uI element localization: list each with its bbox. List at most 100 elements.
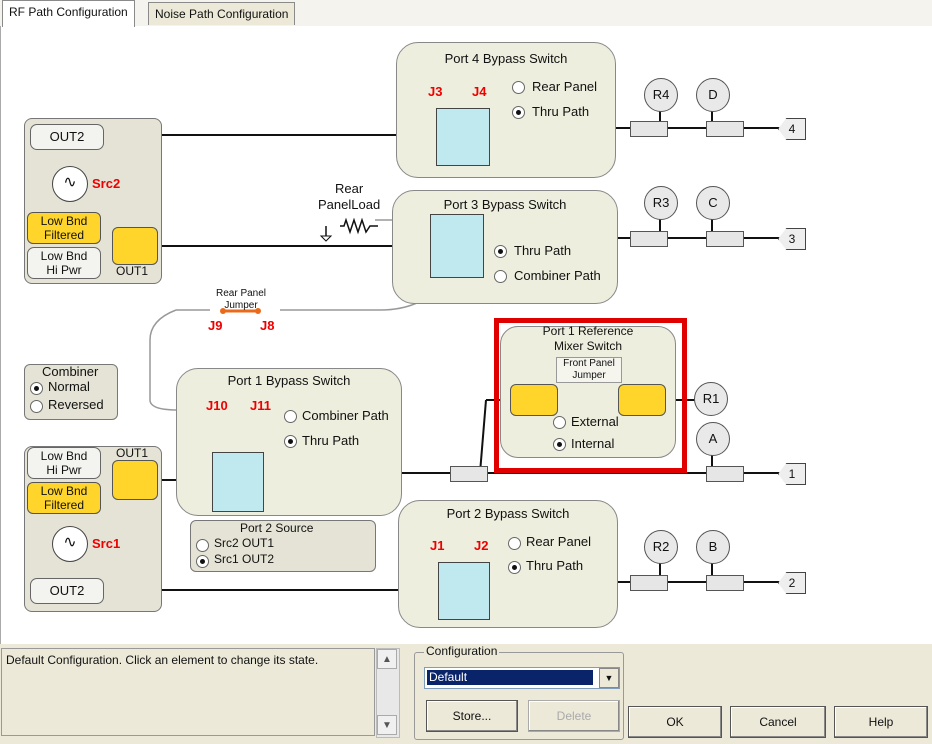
delete-button[interactable]: Delete xyxy=(528,700,620,732)
src2-out1-switch[interactable] xyxy=(112,227,158,265)
port2src-src1-out2-label: Src1 OUT2 xyxy=(214,552,275,566)
tab-label: RF Path Configuration xyxy=(9,5,128,19)
ok-button[interactable]: OK xyxy=(628,706,722,738)
configuration-select[interactable]: Default ▼ xyxy=(424,667,620,689)
port-2-bypass-switch-title: Port 2 Bypass Switch xyxy=(446,506,570,521)
reference-mixer-switch-title: Port 1 Reference Mixer Switch xyxy=(542,324,634,353)
combiner-normal-radio[interactable] xyxy=(30,382,43,395)
port1-switch-icon[interactable] xyxy=(212,452,264,512)
coupler-r2 xyxy=(630,575,668,591)
src1-low-band-hi-pwr-button[interactable]: Low Bnd Hi Pwr xyxy=(27,447,101,479)
port1-thru-path-label: Thru Path xyxy=(302,433,360,448)
port1-combiner-path-label: Combiner Path xyxy=(302,408,389,423)
combiner-reversed-radio[interactable] xyxy=(30,400,43,413)
port-2-source-panel xyxy=(190,520,376,572)
port2-rear-panel-label: Rear Panel xyxy=(526,534,592,549)
port3-thru-path-label: Thru Path xyxy=(514,243,572,258)
receiver-label: R1 xyxy=(702,391,720,406)
src2-label: Src2 xyxy=(92,176,121,191)
tab-noise-path-configuration[interactable]: Noise Path Configuration xyxy=(148,2,296,25)
help-label: Help xyxy=(868,715,894,729)
port2src-src2-out1-radio[interactable] xyxy=(196,539,209,552)
port2-rear-panel-radio[interactable] xyxy=(508,537,521,550)
port1-combiner-path-radio[interactable] xyxy=(284,410,297,423)
cancel-button[interactable]: Cancel xyxy=(730,706,826,738)
status-scrollbar[interactable]: ▲ ▼ xyxy=(376,648,400,738)
port3-combiner-path-label: Combiner Path xyxy=(514,268,601,283)
configuration-selected-value: Default xyxy=(427,670,593,685)
src1-out2-label: OUT2 xyxy=(49,583,85,598)
port-4-bypass-switch-title: Port 4 Bypass Switch xyxy=(444,51,568,66)
port4-thru-path-label: Thru Path xyxy=(532,104,590,119)
ref-mixer-internal-label: Internal xyxy=(571,436,615,451)
port3-switch-icon[interactable] xyxy=(430,214,484,278)
highlight-box xyxy=(494,318,687,473)
port4-thru-path-radio[interactable] xyxy=(512,106,525,119)
port3-thru-path-radio[interactable] xyxy=(494,245,507,258)
ref-mixer-external-label: External xyxy=(571,414,619,429)
coupler-a xyxy=(706,466,744,482)
receiver-r1: R1 xyxy=(694,382,728,416)
port2src-src1-out2-radio[interactable] xyxy=(196,555,209,568)
ref-mixer-internal-radio[interactable] xyxy=(553,438,566,451)
src1-label: Src1 xyxy=(92,536,121,551)
src2-low-band-hi-pwr-button[interactable]: Low Bnd Hi Pwr xyxy=(27,247,101,279)
src2-low-band-filtered-button[interactable]: Low Bnd Filtered xyxy=(27,212,101,244)
coupler-d xyxy=(706,121,744,137)
receiver-c: C xyxy=(696,186,730,220)
receiver-label: R3 xyxy=(652,195,670,210)
port-label: 2 xyxy=(788,576,796,590)
src1-low-band-filtered-button[interactable]: Low Bnd Filtered xyxy=(27,482,101,514)
scroll-down-button[interactable]: ▼ xyxy=(377,715,397,735)
ref-mixer-external-radio[interactable] xyxy=(553,416,566,429)
port-label: 4 xyxy=(788,122,796,136)
receiver-label: A xyxy=(708,431,718,446)
jumper-j9-label: J9 xyxy=(208,318,223,333)
receiver-r3: R3 xyxy=(644,186,678,220)
port1-thru-path-radio[interactable] xyxy=(284,435,297,448)
port3-combiner-path-radio[interactable] xyxy=(494,270,507,283)
receiver-label: R4 xyxy=(652,87,670,102)
combiner-title: Combiner xyxy=(42,364,99,379)
src2-out2-button[interactable]: OUT2 xyxy=(30,124,104,150)
port-1-connector: 1 xyxy=(778,463,806,485)
src2-hipwr-label: Low Bnd Hi Pwr xyxy=(40,249,88,277)
receiver-label: B xyxy=(708,539,718,554)
receiver-r2: R2 xyxy=(644,530,678,564)
port-3-connector: 3 xyxy=(778,228,806,250)
port4-switch-icon[interactable] xyxy=(436,108,490,166)
chevron-down-icon[interactable]: ▼ xyxy=(599,668,619,688)
tab-bar: RF Path Configuration Noise Path Configu… xyxy=(0,0,932,27)
help-button[interactable]: Help xyxy=(834,706,928,738)
receiver-a: A xyxy=(696,422,730,456)
src1-filtered-label: Low Bnd Filtered xyxy=(40,484,88,512)
port2-thru-path-radio[interactable] xyxy=(508,561,521,574)
port2-switch-icon[interactable] xyxy=(438,562,490,620)
cancel-label: Cancel xyxy=(759,715,797,729)
coupler-r3 xyxy=(630,231,668,247)
port-label: 1 xyxy=(788,467,796,481)
ref-mixer-left-switch[interactable] xyxy=(510,384,558,416)
jumper-j8-label: J8 xyxy=(260,318,275,333)
port2-thru-path-label: Thru Path xyxy=(526,558,584,573)
tab-rf-path-configuration[interactable]: RF Path Configuration xyxy=(2,0,135,27)
src1-out2-button[interactable]: OUT2 xyxy=(30,578,104,604)
port-label: 3 xyxy=(788,232,796,246)
port2-j1-label: J1 xyxy=(430,538,445,553)
status-text-area: Default Configuration. Click an element … xyxy=(1,648,375,736)
src2-filtered-label: Low Bnd Filtered xyxy=(40,214,88,242)
receiver-label: C xyxy=(708,195,718,210)
coupler-c xyxy=(706,231,744,247)
coupler-b xyxy=(706,575,744,591)
port4-j4-label: J4 xyxy=(472,84,487,99)
port-4-bypass-switch-panel[interactable]: Port 4 Bypass Switch xyxy=(396,42,616,178)
port-4-connector: 4 xyxy=(778,118,806,140)
port4-rear-panel-label: Rear Panel xyxy=(532,79,598,94)
port-2-source-title: Port 2 Source xyxy=(240,521,314,535)
port4-rear-panel-radio[interactable] xyxy=(512,81,525,94)
sine-wave-icon: ∿ xyxy=(52,526,88,562)
ref-mixer-right-switch[interactable] xyxy=(618,384,666,416)
store-button[interactable]: Store... xyxy=(426,700,518,732)
scroll-up-button[interactable]: ▲ xyxy=(377,649,397,669)
src1-out1-switch[interactable] xyxy=(112,460,158,500)
